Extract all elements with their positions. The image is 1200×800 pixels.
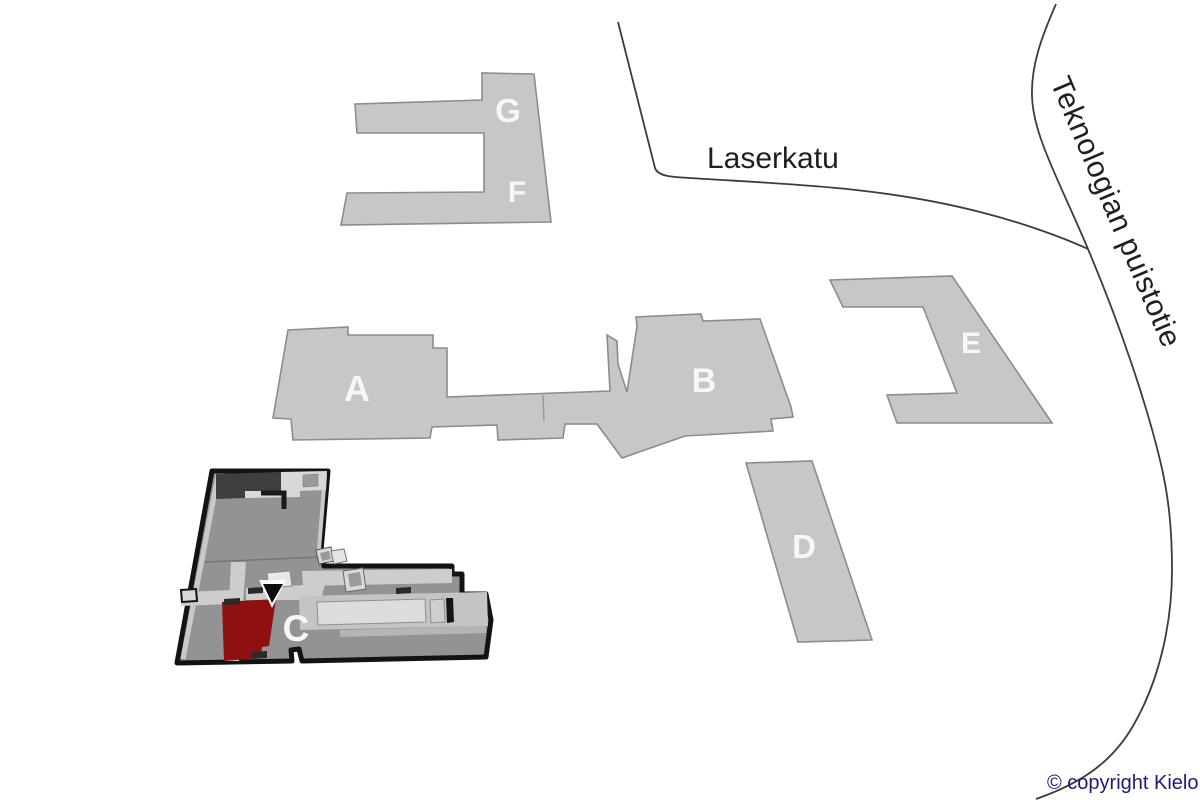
left-entrance — [179, 587, 199, 604]
street-label-laserkatu: Laserkatu — [707, 142, 839, 175]
division-wall — [204, 556, 321, 563]
building-label-b: B — [692, 362, 717, 400]
copyright-text: © copyright Kielo — [1047, 772, 1198, 794]
door-mark-2 — [224, 598, 240, 605]
building-label-e: E — [961, 327, 981, 360]
road-teknologian-puistotie — [1031, 3, 1173, 800]
interior-wall-mark — [261, 490, 287, 509]
junction-square-2 — [330, 548, 348, 565]
right-end-area — [458, 603, 487, 624]
stair-block — [446, 598, 454, 623]
lower-strip — [340, 626, 486, 637]
highlighted-room — [222, 599, 276, 661]
down-arrow-icon — [259, 580, 286, 608]
building-label-d: D — [792, 528, 816, 565]
road-laserkatu — [617, 21, 1089, 250]
building-label-c: C — [283, 608, 310, 649]
hall-room — [316, 598, 427, 626]
door-mark-1 — [396, 587, 411, 594]
building-label-f: F — [508, 176, 526, 209]
building-gf-shape — [340, 72, 552, 226]
buildings — [272, 72, 1054, 643]
junction-square-3-inner — [348, 572, 362, 587]
building-label-g: G — [495, 92, 521, 129]
street-label-teknologian-puistotie: Teknologian puistotie — [1044, 72, 1188, 352]
roads — [617, 3, 1173, 800]
top-notch — [302, 473, 319, 488]
building-label-a: A — [344, 368, 370, 409]
junction-square-1-inner — [320, 551, 331, 561]
building-c-floorplan — [174, 468, 494, 666]
building-a-b-shape — [272, 313, 794, 459]
left-wall-strip — [180, 475, 221, 660]
door-mark-3 — [248, 587, 263, 594]
dark-room — [216, 472, 281, 499]
building-a-b-inner-wall — [542, 394, 545, 422]
door-mark-4 — [252, 651, 267, 659]
small-room — [429, 598, 446, 624]
building-d-shape — [744, 460, 874, 643]
building-labels: G F A B E D C — [283, 92, 981, 649]
corridor-upper-right — [302, 569, 452, 586]
building-e-shape — [828, 275, 1054, 424]
